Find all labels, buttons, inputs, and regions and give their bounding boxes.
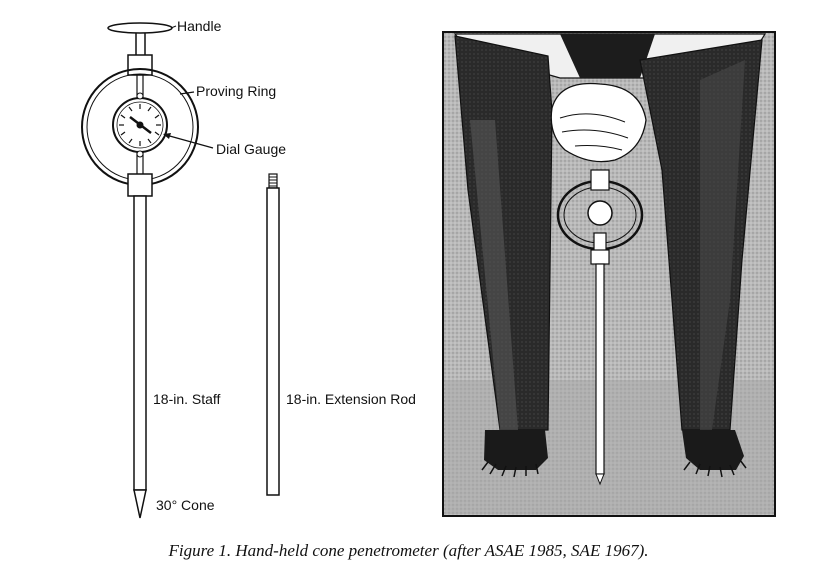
dial-ticks [119,104,161,146]
dial-gauge-label: Dial Gauge [216,141,286,157]
proving-ring-pointer [179,91,195,95]
figure-caption: Figure 1. Hand-held cone penetrometer (a… [168,541,649,560]
extension-rod [266,187,280,496]
upper-block [127,54,153,76]
handle-label: Handle [177,18,222,34]
hands [550,82,647,163]
operator-illustration [442,31,776,517]
extension-rod-diagram [266,173,280,496]
left-shoe [484,430,548,470]
extension-rod-label: 18-in. Extension Rod [286,391,416,407]
handle [107,22,173,34]
penetrometer-diagram [81,22,214,519]
lower-block [127,173,153,197]
right-shoe [682,430,744,470]
proving-ring-label: Proving Ring [196,83,276,99]
illustration-staff [595,263,605,475]
staff-label: 18-in. Staff [153,391,221,407]
staff [133,195,147,491]
dial-gauge-pointer [165,134,214,149]
cone [133,489,147,519]
cone-label: 30° Cone [156,497,215,513]
